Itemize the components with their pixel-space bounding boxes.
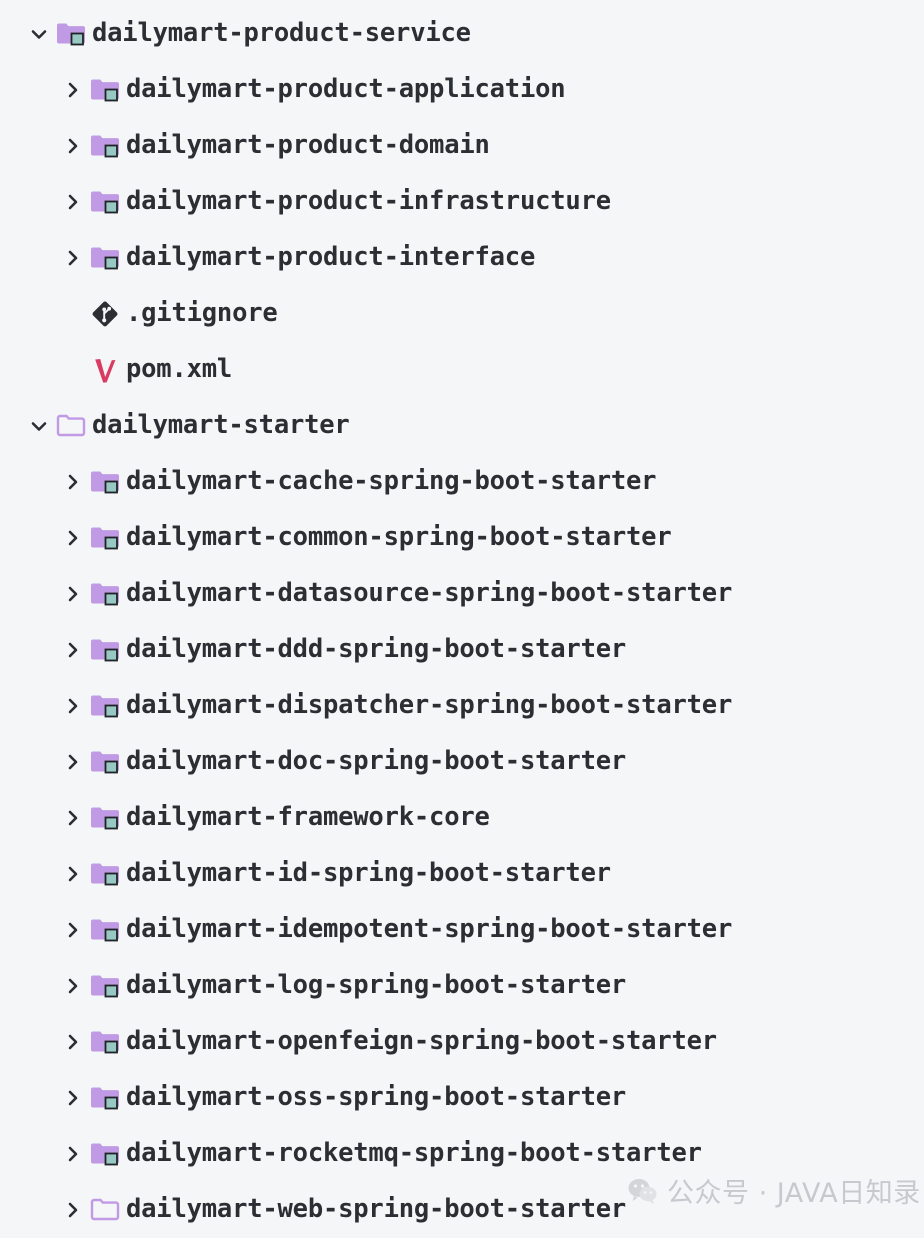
chevron-right-icon[interactable]	[60, 749, 86, 775]
chevron-right-icon[interactable]	[60, 637, 86, 663]
maven-module-folder-icon	[90, 467, 120, 497]
twisty-placeholder	[60, 301, 86, 327]
tree-row-dailymart-oss-spring-boot-starter[interactable]: dailymart-oss-spring-boot-starter	[0, 1070, 924, 1126]
tree-row-label: dailymart-framework-core	[126, 802, 490, 833]
git-file-icon	[90, 299, 120, 329]
maven-module-folder-icon	[90, 635, 120, 665]
tree-row-label: dailymart-id-spring-boot-starter	[126, 858, 611, 889]
tree-row-dailymart-rocketmq-spring-boot-starter[interactable]: dailymart-rocketmq-spring-boot-starter	[0, 1126, 924, 1182]
chevron-right-icon[interactable]	[60, 1085, 86, 1111]
chevron-right-icon[interactable]	[60, 973, 86, 999]
chevron-down-icon[interactable]	[26, 413, 52, 439]
chevron-right-icon[interactable]	[60, 1029, 86, 1055]
tree-row-label: dailymart-openfeign-spring-boot-starter	[126, 1026, 717, 1057]
tree-row-label: dailymart-product-service	[92, 18, 471, 49]
tree-row-dailymart-web-spring-boot-starter[interactable]: dailymart-web-spring-boot-starter	[0, 1182, 924, 1238]
maven-pom-icon	[90, 355, 120, 385]
tree-row-label: dailymart-product-infrastructure	[126, 186, 611, 217]
chevron-right-icon[interactable]	[60, 525, 86, 551]
maven-module-folder-icon	[90, 1139, 120, 1169]
chevron-right-icon[interactable]	[60, 77, 86, 103]
maven-module-folder-icon	[90, 915, 120, 945]
maven-module-folder-icon	[90, 859, 120, 889]
tree-row-dailymart-product-domain[interactable]: dailymart-product-domain	[0, 118, 924, 174]
tree-row-label: dailymart-cache-spring-boot-starter	[126, 466, 657, 497]
tree-row-dailymart-starter[interactable]: dailymart-starter	[0, 398, 924, 454]
maven-module-folder-icon	[90, 803, 120, 833]
tree-row-label: dailymart-product-domain	[126, 130, 490, 161]
tree-row-dailymart-framework-core[interactable]: dailymart-framework-core	[0, 790, 924, 846]
chevron-right-icon[interactable]	[60, 469, 86, 495]
tree-row-dailymart-common-spring-boot-starter[interactable]: dailymart-common-spring-boot-starter	[0, 510, 924, 566]
maven-module-folder-icon	[90, 75, 120, 105]
tree-row-dailymart-openfeign-spring-boot-starter[interactable]: dailymart-openfeign-spring-boot-starter	[0, 1014, 924, 1070]
tree-row-label: dailymart-web-spring-boot-starter	[126, 1194, 627, 1225]
maven-module-folder-icon	[90, 1083, 120, 1113]
chevron-right-icon[interactable]	[60, 1141, 86, 1167]
tree-row-label: dailymart-product-interface	[126, 242, 536, 273]
tree-row-label: dailymart-ddd-spring-boot-starter	[126, 634, 627, 665]
tree-row-dailymart-datasource-spring-boot-starter[interactable]: dailymart-datasource-spring-boot-starter	[0, 566, 924, 622]
maven-module-folder-icon	[90, 691, 120, 721]
chevron-right-icon[interactable]	[60, 861, 86, 887]
chevron-right-icon[interactable]	[60, 805, 86, 831]
tree-row-label: dailymart-datasource-spring-boot-starter	[126, 578, 733, 609]
tree-row-dailymart-idempotent-spring-boot-starter[interactable]: dailymart-idempotent-spring-boot-starter	[0, 902, 924, 958]
tree-row-label: dailymart-oss-spring-boot-starter	[126, 1082, 627, 1113]
tree-row-label: pom.xml	[126, 354, 233, 385]
tree-row-dailymart-product-service[interactable]: dailymart-product-service	[0, 6, 924, 62]
tree-row-gitignore[interactable]: .gitignore	[0, 286, 924, 342]
tree-row-dailymart-product-application[interactable]: dailymart-product-application	[0, 62, 924, 118]
tree-row-dailymart-ddd-spring-boot-starter[interactable]: dailymart-ddd-spring-boot-starter	[0, 622, 924, 678]
tree-row-dailymart-id-spring-boot-starter[interactable]: dailymart-id-spring-boot-starter	[0, 846, 924, 902]
tree-row-label: dailymart-product-application	[126, 74, 566, 105]
tree-row-dailymart-log-spring-boot-starter[interactable]: dailymart-log-spring-boot-starter	[0, 958, 924, 1014]
tree-row-dailymart-cache-spring-boot-starter[interactable]: dailymart-cache-spring-boot-starter	[0, 454, 924, 510]
maven-module-folder-icon	[90, 523, 120, 553]
tree-row-dailymart-product-interface[interactable]: dailymart-product-interface	[0, 230, 924, 286]
chevron-right-icon[interactable]	[60, 1197, 86, 1223]
maven-module-folder-icon	[90, 187, 120, 217]
plain-folder-icon	[90, 1195, 120, 1225]
tree-row-label: dailymart-dispatcher-spring-boot-starter	[126, 690, 733, 721]
tree-row-dailymart-doc-spring-boot-starter[interactable]: dailymart-doc-spring-boot-starter	[0, 734, 924, 790]
chevron-right-icon[interactable]	[60, 581, 86, 607]
maven-module-folder-icon	[90, 243, 120, 273]
chevron-down-icon[interactable]	[26, 21, 52, 47]
maven-module-folder-icon	[90, 579, 120, 609]
chevron-right-icon[interactable]	[60, 189, 86, 215]
maven-module-folder-icon	[90, 747, 120, 777]
plain-folder-icon	[56, 411, 86, 441]
tree-row-pom-xml[interactable]: pom.xml	[0, 342, 924, 398]
maven-module-folder-icon	[90, 971, 120, 1001]
tree-row-label: dailymart-doc-spring-boot-starter	[126, 746, 627, 777]
chevron-right-icon[interactable]	[60, 693, 86, 719]
maven-module-folder-icon	[56, 19, 86, 49]
tree-row-label: .gitignore	[126, 298, 278, 329]
chevron-right-icon[interactable]	[60, 245, 86, 271]
twisty-placeholder	[60, 357, 86, 383]
tree-row-label: dailymart-starter	[92, 410, 350, 441]
tree-row-label: dailymart-common-spring-boot-starter	[126, 522, 672, 553]
maven-module-folder-icon	[90, 1027, 120, 1057]
tree-row-label: dailymart-log-spring-boot-starter	[126, 970, 627, 1001]
tree-row-label: dailymart-rocketmq-spring-boot-starter	[126, 1138, 702, 1169]
tree-row-label: dailymart-idempotent-spring-boot-starter	[126, 914, 733, 945]
chevron-right-icon[interactable]	[60, 133, 86, 159]
tree-row-dailymart-dispatcher-spring-boot-starter[interactable]: dailymart-dispatcher-spring-boot-starter	[0, 678, 924, 734]
maven-module-folder-icon	[90, 131, 120, 161]
chevron-right-icon[interactable]	[60, 917, 86, 943]
tree-row-dailymart-product-infrastructure[interactable]: dailymart-product-infrastructure	[0, 174, 924, 230]
